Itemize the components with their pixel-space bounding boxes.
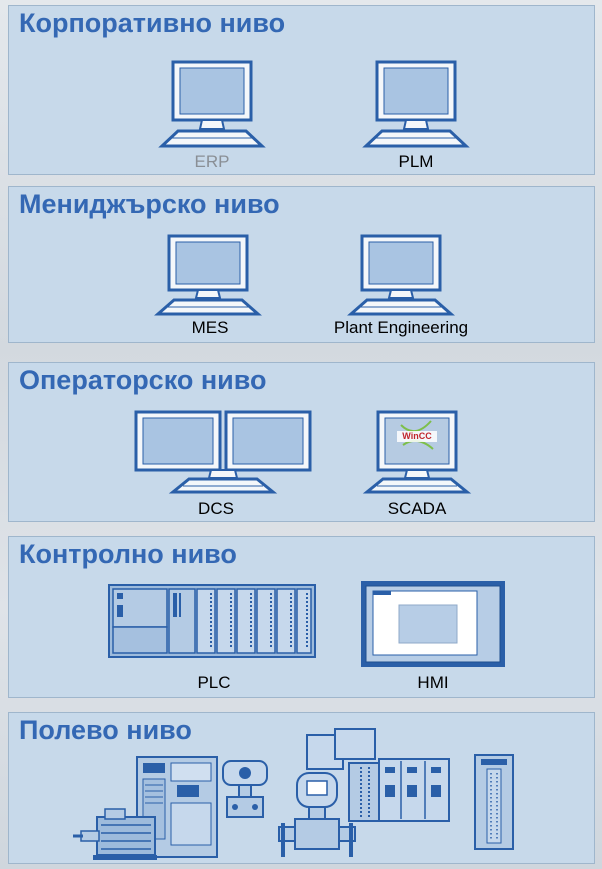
computer-icon: [347, 234, 455, 316]
item-label-plc: PLC: [197, 673, 231, 692]
level-panel-management: Мениджърско ниво MES Plant Engineering: [8, 186, 595, 343]
item-label-erp: ERP: [194, 152, 230, 171]
distributed-io-icon: [306, 728, 450, 822]
level-title: Корпоративно ниво: [19, 8, 286, 38]
item-label-mes: MES: [191, 318, 229, 337]
computer-icon: [154, 234, 262, 316]
touch-label: TOUCH: [461, 619, 471, 656]
dual-monitor-workstation-icon: [134, 410, 312, 494]
level-title: Полево ниво: [19, 715, 192, 745]
io-module-icon: [474, 754, 514, 850]
flow-meter-icon: [278, 772, 356, 857]
drive-and-motor-icon: [73, 756, 218, 860]
wincc-logo-text: WinCC: [402, 431, 432, 441]
item-label-plm: PLM: [398, 152, 434, 171]
computer-icon: [158, 60, 266, 148]
pressure-transmitter-icon: [222, 760, 268, 818]
level-title: Контролно ниво: [19, 539, 237, 569]
item-label-plant-engineering: Plant Engineering: [333, 318, 469, 337]
plc-rack-icon: [108, 584, 316, 658]
item-label-dcs: DCS: [198, 499, 234, 518]
computer-icon: [362, 60, 470, 148]
item-label-scada: SCADA: [387, 499, 447, 518]
level-title: Операторско ниво: [19, 365, 267, 395]
item-label-hmi: HMI: [417, 673, 449, 692]
level-title: Мениджърско ниво: [19, 189, 280, 219]
level-panel-operator: Операторско ниво DCS WinCC SCADA: [8, 362, 595, 522]
level-panel-control: Контролно ниво PLC TOUCH HMI: [8, 536, 595, 698]
level-panel-field: Полево ниво: [8, 712, 595, 864]
level-panel-enterprise: Корпоративно ниво ERP PLM: [8, 5, 595, 175]
wincc-computer-icon: [362, 410, 472, 494]
hmi-touch-panel-icon: [361, 581, 505, 667]
